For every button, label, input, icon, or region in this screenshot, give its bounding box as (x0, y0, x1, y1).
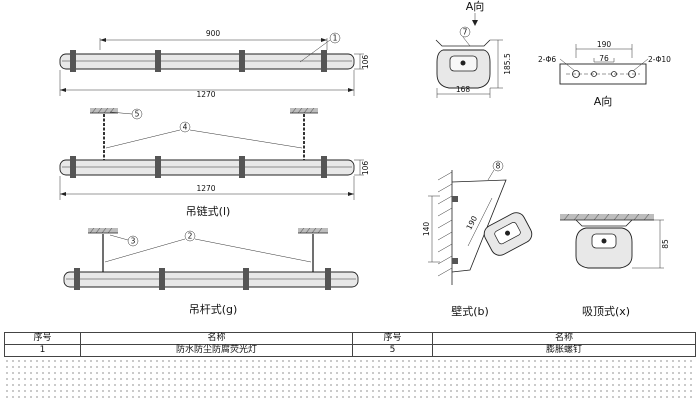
dim-mount-inner: 76 (599, 54, 609, 63)
callout-7: 7 (463, 28, 468, 37)
header-index-2: 序号 (352, 332, 433, 345)
callout-1: 1 (333, 34, 338, 43)
label-view-a-bottom: A向 (594, 94, 613, 108)
cell-name-1: 防水防尘防腐荧光灯 (80, 344, 353, 357)
dim-mount-span: 190 (597, 40, 612, 49)
label-hole-left: 2-Φ6 (538, 55, 556, 64)
fixture-top-view: 900 106 1270 1 (59, 29, 370, 99)
caption-wall: 壁式(b) (451, 304, 489, 318)
dim-wall-diag: 190 (464, 214, 479, 231)
caption-ceiling: 吸顶式(x) (582, 305, 630, 318)
callout-3: 3 (131, 237, 136, 246)
fixture-rod-mount: 3 2 吊杆式(g) (63, 227, 359, 316)
fixture-wall-mount: 8 140 190 壁式(b) (422, 160, 533, 318)
label-hole-right: 2-Φ10 (648, 55, 671, 64)
dim-ceiling-height: 85 (661, 239, 670, 249)
cell-index-1: 1 (4, 344, 81, 357)
callout-4: 4 (183, 123, 188, 132)
fixture-chain-mount: 106 1270 5 4 吊链式(l) (59, 107, 370, 218)
mount-plate-view: 190 76 2-Φ6 2-Φ10 A向 (538, 40, 671, 108)
table-header-row: 序号 名称 序号 名称 (4, 332, 696, 345)
cell-index-2: 5 (352, 344, 433, 357)
cell-name-2: 膨胀螺钉 (432, 344, 696, 357)
dim-top-span: 900 (206, 29, 221, 38)
dim-top-height: 106 (361, 55, 370, 70)
table-row: 1 防水防尘防腐荧光灯 5 膨胀螺钉 (4, 344, 696, 357)
header-name-2: 名称 (432, 332, 696, 345)
callout-5: 5 (135, 110, 140, 119)
dim-chain-length: 1270 (196, 184, 215, 193)
dim-top-length: 1270 (196, 90, 215, 99)
dim-chain-height: 106 (361, 161, 370, 176)
label-view-a-top: A向 (466, 0, 485, 13)
dim-side-height: 185.5 (503, 53, 512, 75)
dim-side-width: 168 (456, 85, 471, 94)
fixture-ceiling-mount: 85 吸顶式(x) (560, 213, 670, 318)
caption-rod: 吊杆式(g) (189, 302, 238, 316)
dim-wall-height: 140 (422, 222, 431, 237)
caption-chain: 吊链式(l) (186, 204, 231, 218)
header-index-1: 序号 (4, 332, 81, 345)
callout-2: 2 (188, 232, 193, 241)
header-name-1: 名称 (80, 332, 353, 345)
dotted-placeholder-area (4, 358, 696, 402)
callout-8: 8 (496, 162, 501, 171)
parts-table: 序号 名称 序号 名称 1 防水防尘防腐荧光灯 5 膨胀螺钉 (4, 332, 696, 357)
fixture-side-view: A向 7 185.5 168 (435, 0, 512, 98)
